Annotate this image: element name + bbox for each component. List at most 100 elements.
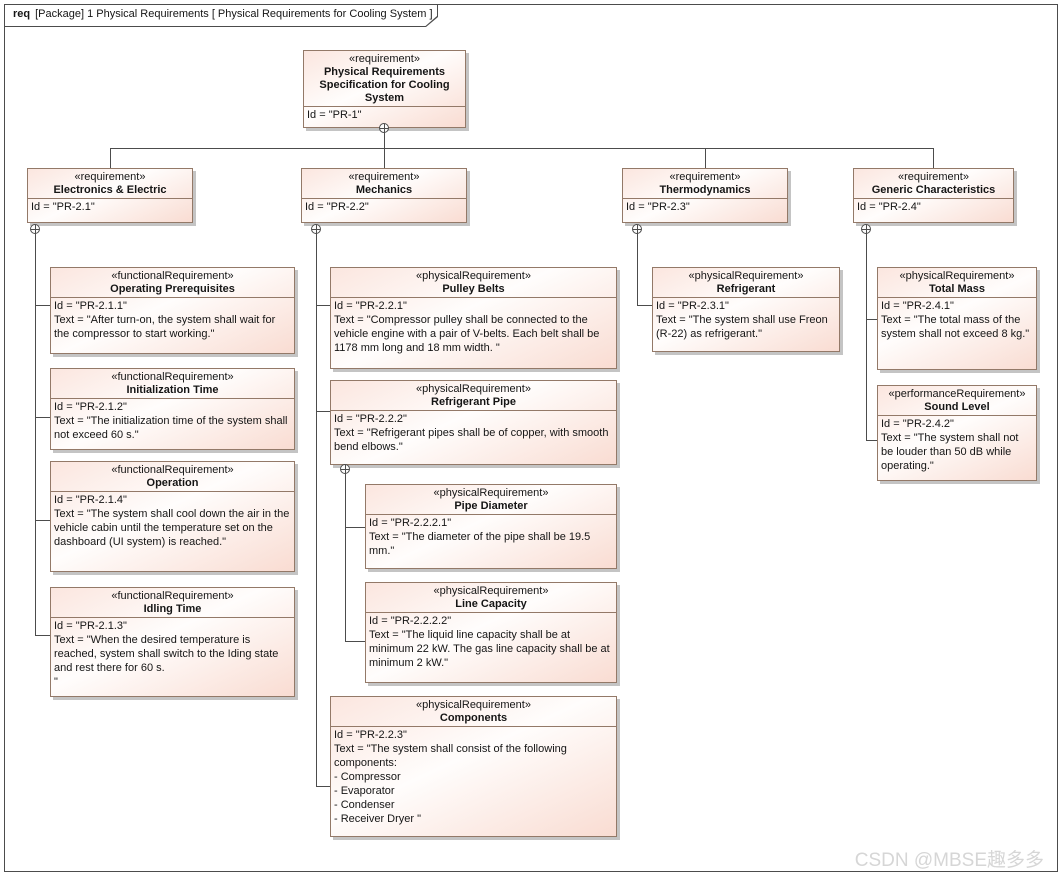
requirement-body: Id = "PR-2.2.2.1" Text = "The diameter o…	[366, 514, 616, 560]
requirement-text: Text = "After turn-on, the system shall …	[54, 314, 276, 340]
requirement-body: Id = "PR-2.3.1" Text = "The system shall…	[653, 297, 839, 343]
requirement-box-pr-2-1-3[interactable]: «functionalRequirement» Idling Time Id =…	[50, 587, 295, 697]
requirement-box-pr-2-2-2-1[interactable]: «physicalRequirement» Pipe Diameter Id =…	[365, 484, 617, 569]
diagram-title-text: [Package] 1 Physical Requirements [ Phys…	[35, 8, 433, 20]
requirement-text: Text = "The total mass of the system sha…	[881, 314, 1030, 340]
stereotype-label: «physicalRequirement»	[416, 699, 531, 711]
requirement-name: Thermodynamics	[659, 184, 751, 196]
containment-line	[933, 148, 934, 168]
stereotype-label: «physicalRequirement»	[433, 487, 549, 499]
requirement-text: Text = "Refrigerant pipes shall be of co…	[334, 427, 609, 453]
requirement-box-pr-2-2-2[interactable]: «physicalRequirement» Refrigerant Pipe I…	[330, 380, 617, 465]
requirement-header: «functionalRequirement» Operating Prereq…	[51, 268, 294, 297]
containment-line	[316, 233, 317, 786]
requirement-header: «performanceRequirement» Sound Level	[878, 386, 1036, 415]
requirement-id: Id = "PR-2.2.2"	[334, 413, 407, 425]
stereotype-label: «functionalRequirement»	[111, 590, 234, 602]
stereotype-label: «requirement»	[349, 53, 420, 65]
requirement-text: Text = "Compressor pulley shall be conne…	[334, 314, 600, 354]
requirement-box-pr-2-2-1[interactable]: «physicalRequirement» Pulley Belts Id = …	[330, 267, 617, 369]
requirement-body: Id = "PR-2.2.2.2" Text = "The liquid lin…	[366, 612, 616, 672]
containment-line	[384, 128, 385, 168]
containment-circle-plus-icon	[30, 224, 40, 234]
requirement-body: Id = "PR-2.4.2" Text = "The system shall…	[878, 415, 1036, 475]
requirement-body: Id = "PR-2.2"	[302, 198, 466, 216]
requirement-id: Id = "PR-2.4"	[857, 201, 921, 213]
stereotype-label: «physicalRequirement»	[416, 270, 531, 282]
requirement-id: Id = "PR-2.2"	[305, 201, 369, 213]
requirement-id: Id = "PR-2.2.2.2"	[369, 615, 452, 627]
stereotype-label: «functionalRequirement»	[111, 464, 234, 476]
containment-line	[35, 305, 50, 306]
requirement-id: Id = "PR-2.4.2"	[881, 418, 954, 430]
containment-line	[866, 440, 877, 441]
diagram-title-tab	[5, 5, 437, 26]
requirement-box-pr-2-1-2[interactable]: «functionalRequirement» Initialization T…	[50, 368, 295, 450]
requirement-name: Generic Characteristics	[871, 184, 996, 196]
containment-circle-plus-icon	[340, 464, 350, 474]
requirement-name: Operating Prerequisites	[110, 283, 235, 295]
requirement-box-pr-2-2[interactable]: «requirement» Mechanics Id = "PR-2.2"	[301, 168, 467, 223]
containment-circle-plus-icon	[379, 123, 389, 133]
requirement-body: Id = "PR-2.2.2" Text = "Refrigerant pipe…	[331, 410, 616, 456]
requirement-box-pr-2-3[interactable]: «requirement» Thermodynamics Id = "PR-2.…	[622, 168, 788, 223]
requirement-id: Id = "PR-2.2.3"	[334, 729, 407, 741]
requirement-header: «functionalRequirement» Operation	[51, 462, 294, 491]
containment-line	[866, 319, 877, 320]
containment-line	[35, 520, 50, 521]
requirement-header: «physicalRequirement» Pipe Diameter	[366, 485, 616, 514]
requirement-header: «physicalRequirement» Line Capacity	[366, 583, 616, 612]
containment-line	[345, 641, 365, 642]
requirement-box-pr-2-1[interactable]: «requirement» Electronics & Electric Id …	[27, 168, 193, 223]
containment-line	[637, 305, 652, 306]
requirement-text: Text = "The diameter of the pipe shall b…	[369, 531, 591, 557]
requirement-body: Id = "PR-2.3"	[623, 198, 787, 216]
requirement-id: Id = "PR-2.1"	[31, 201, 95, 213]
containment-line	[316, 786, 330, 787]
requirement-body: Id = "PR-2.1.4" Text = "The system shall…	[51, 491, 294, 551]
containment-circle-plus-icon	[861, 224, 871, 234]
requirement-box-pr-2-1-1[interactable]: «functionalRequirement» Operating Prereq…	[50, 267, 295, 354]
requirement-box-pr-2-2-2-2[interactable]: «physicalRequirement» Line Capacity Id =…	[365, 582, 617, 683]
requirement-header: «requirement» Physical Requirements Spec…	[304, 51, 465, 106]
requirement-box-pr-2-4[interactable]: «requirement» Generic Characteristics Id…	[853, 168, 1014, 223]
requirement-header: «requirement» Thermodynamics	[623, 169, 787, 198]
requirement-text: Text = "The system shall use Freon (R-22…	[656, 314, 828, 340]
containment-line	[35, 417, 50, 418]
requirement-name: Refrigerant	[716, 283, 776, 295]
requirement-header: «functionalRequirement» Initialization T…	[51, 369, 294, 398]
requirement-id: Id = "PR-1"	[307, 109, 362, 121]
requirement-box-pr-2-3-1[interactable]: «physicalRequirement» Refrigerant Id = "…	[652, 267, 840, 352]
requirement-box-pr-2-4-1[interactable]: «physicalRequirement» Total Mass Id = "P…	[877, 267, 1037, 370]
requirement-box-pr-2-1-4[interactable]: «functionalRequirement» Operation Id = "…	[50, 461, 295, 572]
requirement-box-pr-2-4-2[interactable]: «performanceRequirement» Sound Level Id …	[877, 385, 1037, 481]
stereotype-label: «requirement»	[898, 171, 969, 183]
requirement-name: Pipe Diameter	[454, 500, 528, 512]
containment-line	[637, 233, 638, 305]
requirement-name: Pulley Belts	[442, 283, 505, 295]
stereotype-label: «physicalRequirement»	[433, 585, 549, 597]
containment-line	[35, 635, 50, 636]
requirement-text: Text = "The initialization time of the s…	[54, 415, 288, 441]
requirement-name: Sound Level	[924, 401, 990, 413]
containment-circle-plus-icon	[632, 224, 642, 234]
diagram-title: req[Package] 1 Physical Requirements [ P…	[13, 8, 433, 20]
requirement-id: Id = "PR-2.4.1"	[881, 300, 954, 312]
stereotype-label: «performanceRequirement»	[888, 388, 1026, 400]
stereotype-label: «physicalRequirement»	[899, 270, 1015, 282]
requirement-name: Idling Time	[143, 603, 202, 615]
containment-line	[866, 233, 867, 440]
requirement-box-pr-1[interactable]: «requirement» Physical Requirements Spec…	[303, 50, 466, 128]
requirement-name: Operation	[146, 477, 199, 489]
stereotype-label: «requirement»	[348, 171, 420, 183]
requirement-text: Text = "The system shall not be louder t…	[881, 432, 1019, 472]
requirement-body: Id = "PR-2.1.2" Text = "The initializati…	[51, 398, 294, 444]
containment-line	[35, 233, 36, 635]
requirement-box-pr-2-2-3[interactable]: «physicalRequirement» Components Id = "P…	[330, 696, 617, 837]
requirement-body: Id = "PR-2.1.3" Text = "When the desired…	[51, 617, 294, 691]
requirement-body: Id = "PR-2.1"	[28, 198, 192, 216]
requirement-body: Id = "PR-2.1.1" Text = "After turn-on, t…	[51, 297, 294, 343]
containment-line	[110, 148, 934, 149]
requirement-name: Total Mass	[928, 283, 986, 295]
